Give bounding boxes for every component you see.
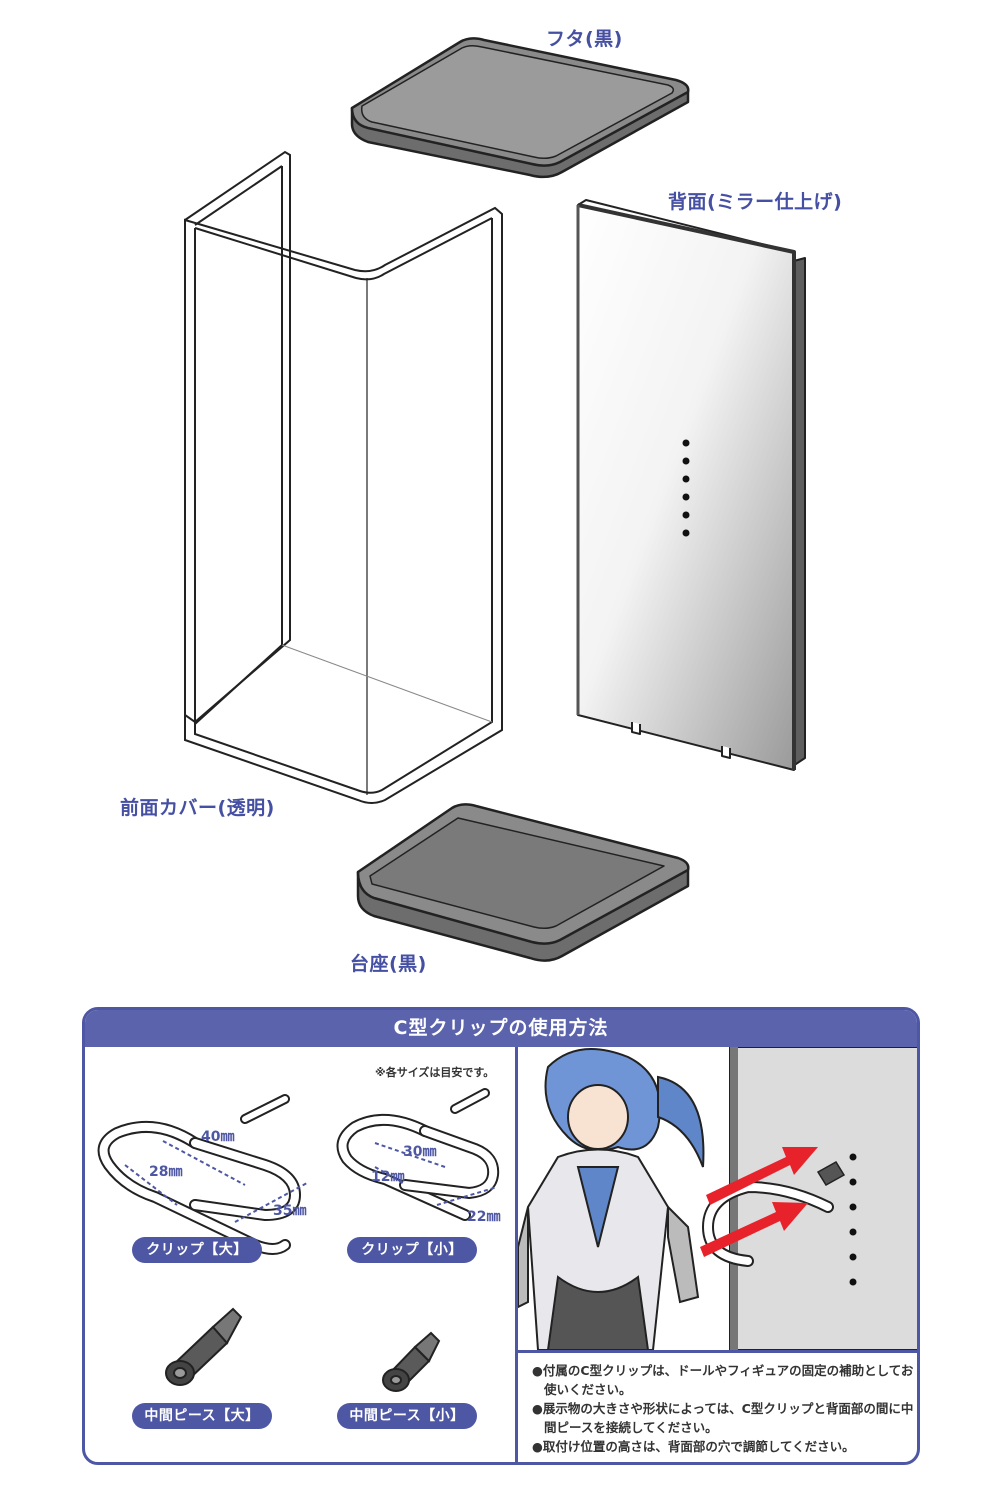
piece-small-icon [382,1331,441,1392]
usage-note-3: ●取付け位置の高さは、背面部の穴で調節してください。 [532,1439,855,1454]
back-mirror-part [576,199,806,771]
piece-large-icon [165,1307,243,1386]
lid-label: フタ(黒) [546,28,623,50]
clip-small-dim-b: 12㎜ [371,1169,405,1185]
usage-note-1: ●付属のC型クリップは、ドールやフィギュアの固定の補助としてお使いください。 [532,1363,914,1397]
clip-small-dim-c: 22㎜ [467,1209,501,1225]
clip-small-dim-a: 30㎜ [403,1144,437,1160]
mirror-panel [729,1047,917,1350]
usage-notes: ●付属のC型クリップは、ドールやフィギュアの固定の補助としてお使いください。 ●… [518,1350,917,1462]
parts-illustration [97,1088,500,1392]
figure-illustration [518,1048,705,1350]
piece-large-label: 中間ピース【大】 [132,1403,272,1429]
clip-large-dim-b: 28㎜ [149,1164,183,1180]
base-part [356,803,690,962]
panel-title: C型クリップの使用方法 [85,1010,917,1047]
usage-scene [518,1047,917,1350]
red-arrows [700,1147,818,1257]
mirror-holes [849,1153,857,1286]
clip-small-icon [336,1088,500,1221]
clip-large-icon [97,1094,302,1255]
front-cover-part [184,150,503,804]
clip-large-dim-a: 40㎜ [201,1129,235,1145]
display-case-diagram [184,37,806,962]
size-note: ※各サイズは目安です。 [375,1066,495,1079]
base-label: 台座(黒) [350,953,427,975]
clip-large-label: クリップ【大】 [132,1237,262,1263]
clip-large-dimension-lines [124,1140,308,1223]
clip-large-dim-c: 35㎜ [273,1203,307,1219]
piece-small-label: 中間ピース【小】 [337,1403,477,1429]
piece-in-scene [816,1160,846,1187]
clip-small-dimension-lines [374,1142,498,1206]
usage-note-2: ●展示物の大きさや形状によっては、C型クリップと背面部の間に中間ピースを接続して… [532,1401,914,1435]
clip-usage-panel: C型クリップの使用方法 ※各サイズは目安です。 [82,1007,920,1465]
mirror-hole-dots [682,439,690,537]
lid-part [350,37,690,179]
front-cover-label: 前面カバー(透明) [120,797,275,819]
clip-small-label: クリップ【小】 [347,1237,477,1263]
panel-divider [515,1047,518,1462]
back-label: 背面(ミラー仕上げ) [668,191,843,213]
